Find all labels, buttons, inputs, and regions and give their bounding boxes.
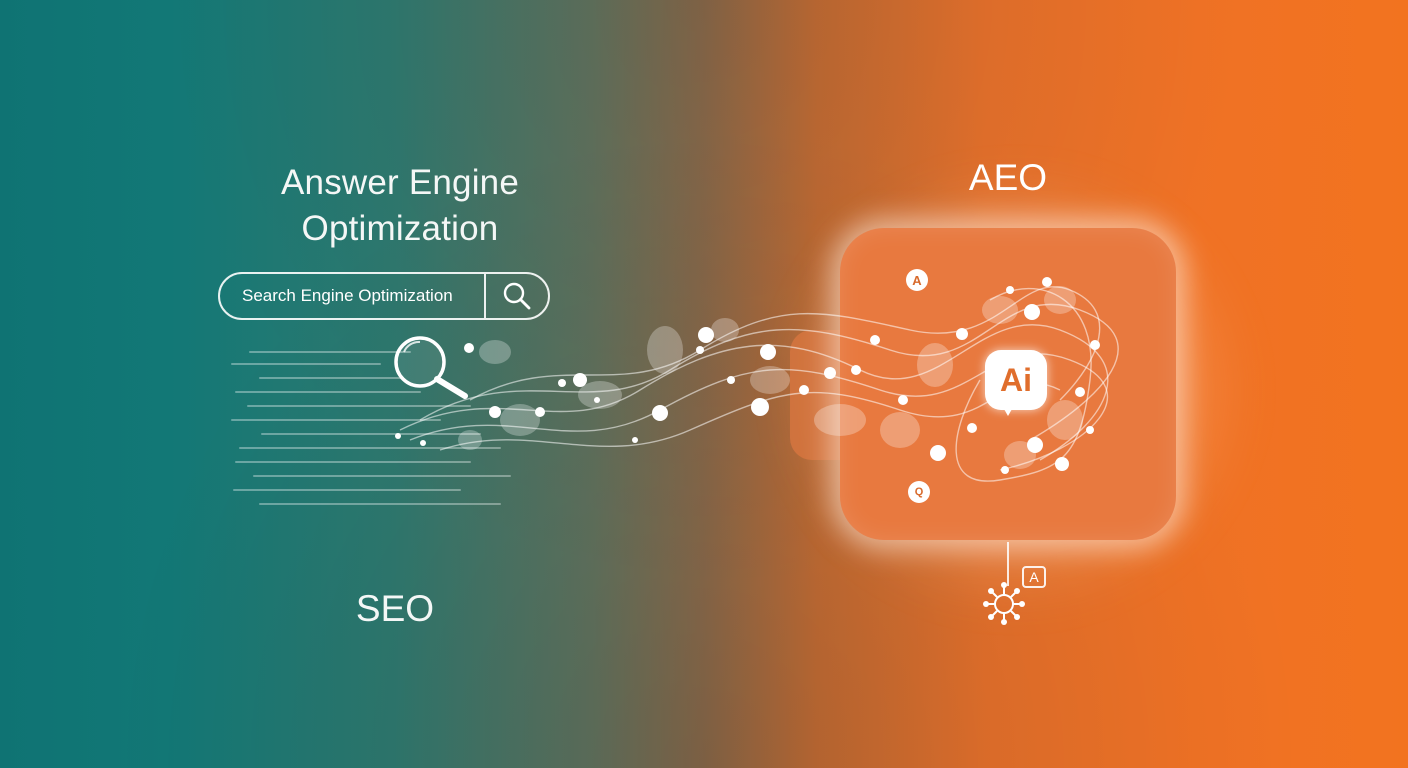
ai-bubble-tail: [1000, 402, 1016, 416]
aeo-label: AEO: [968, 157, 1048, 198]
question-badge: Q: [908, 481, 930, 503]
page-title: Answer Engine Optimization: [240, 160, 560, 252]
ai-text: Ai: [1000, 361, 1032, 398]
search-button[interactable]: [484, 274, 548, 318]
title-line-1: Answer Engine: [280, 163, 519, 202]
small-a-box: A: [1022, 566, 1046, 588]
search-bar[interactable]: Search Engine Optimization: [218, 272, 550, 320]
search-input[interactable]: Search Engine Optimization: [242, 286, 453, 305]
title-line-2: Optimization: [301, 209, 499, 248]
connector-line: [1007, 542, 1009, 586]
search-icon: [503, 282, 531, 310]
letter-a-badge: A: [906, 269, 928, 291]
seo-label: SEO: [355, 588, 435, 629]
ai-chat-icon: Ai: [985, 350, 1047, 410]
